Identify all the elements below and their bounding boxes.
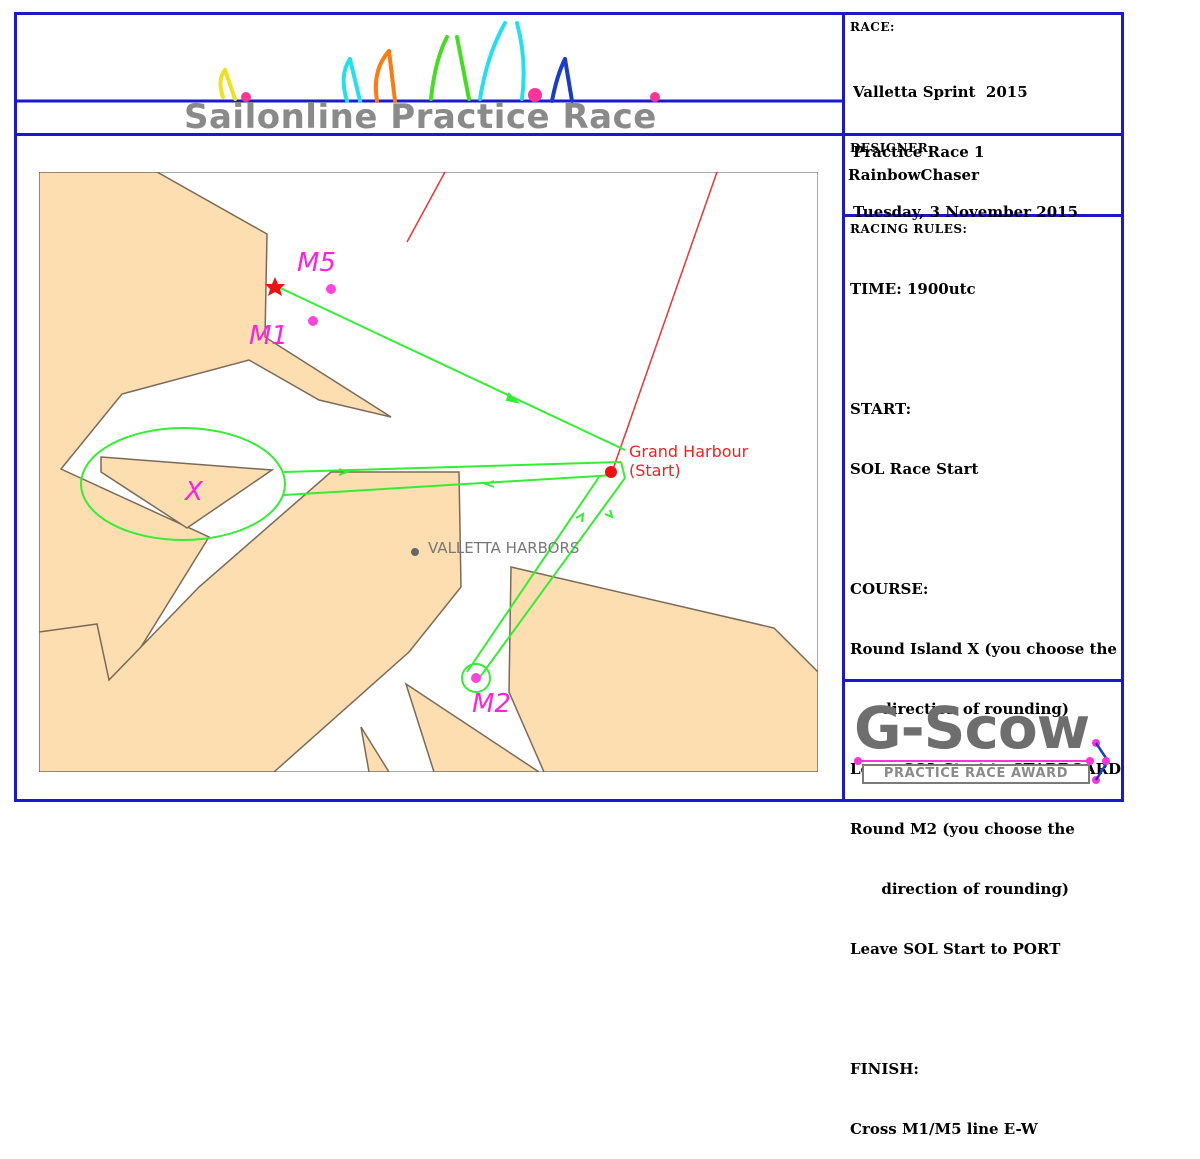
rules-line: START: bbox=[850, 400, 912, 418]
award-decoration bbox=[854, 739, 1110, 784]
rules-line: Round Island X (you choose the bbox=[850, 640, 1117, 658]
label-start-1: Grand Harbour bbox=[629, 442, 749, 461]
race-info: Valletta Sprint 2015 Practice Race 1 Tue… bbox=[853, 42, 1078, 242]
rules-line bbox=[850, 339, 1121, 359]
label-m5: M5 bbox=[297, 248, 336, 278]
divider-award bbox=[842, 679, 1124, 682]
mark-m2 bbox=[471, 673, 481, 683]
rules-line: direction of rounding) bbox=[850, 700, 1069, 718]
banner: Sailonline Practice Race bbox=[17, 15, 842, 137]
rules-line: Leave SOL Start to PORT bbox=[850, 940, 1061, 958]
rules-line bbox=[850, 999, 1121, 1019]
start-line bbox=[611, 172, 718, 473]
rules-line bbox=[850, 519, 1121, 539]
start-marker bbox=[605, 466, 617, 478]
rules-label: RACING RULES: bbox=[850, 222, 968, 236]
designer-label: DESIGNER: bbox=[850, 141, 934, 155]
label-m2: M2 bbox=[472, 689, 511, 719]
course-map: M5 M1 M2 X Grand Harbour (Start) VALLETT… bbox=[39, 172, 818, 772]
award-title: G-Scow bbox=[854, 694, 1090, 762]
award-subtitle: PRACTICE RACE AWARD bbox=[862, 764, 1090, 784]
land-areas bbox=[39, 172, 818, 772]
banner-title: Sailonline Practice Race bbox=[184, 97, 657, 137]
poster-frame bbox=[14, 12, 1124, 802]
star-icon bbox=[265, 277, 285, 296]
rules-line: FINISH: bbox=[850, 1060, 919, 1078]
divider-header bbox=[14, 133, 1124, 136]
rules-line: direction of rounding) bbox=[850, 880, 1069, 898]
rules-line: Round M2 (you choose the bbox=[850, 820, 1075, 838]
rules-line: TIME: 1900utc bbox=[850, 280, 976, 298]
award-logo: G-Scow PRACTICE RACE AWARD bbox=[850, 688, 1116, 796]
sail-icon bbox=[218, 21, 574, 103]
rules-line: Cross M1/M5 line E-W bbox=[850, 1120, 1038, 1138]
rules-line: COURSE: bbox=[850, 580, 929, 598]
race-line: Valletta Sprint 2015 bbox=[853, 83, 1028, 101]
label-m1: M1 bbox=[249, 321, 288, 351]
label-island-x: X bbox=[183, 477, 204, 507]
divider-designer bbox=[842, 214, 1124, 217]
mark-m5 bbox=[326, 284, 336, 294]
place-marker bbox=[411, 548, 419, 556]
race-label: RACE: bbox=[850, 20, 895, 34]
rules-line: SOL Race Start bbox=[850, 460, 979, 478]
banner-sails bbox=[17, 21, 842, 103]
divider-vertical bbox=[842, 12, 845, 802]
race-line: Tuesday, 3 November 2015 bbox=[853, 203, 1079, 221]
label-start-2: (Start) bbox=[629, 461, 681, 480]
mark-m1 bbox=[308, 316, 318, 326]
course-route bbox=[80, 285, 626, 693]
red-line-north bbox=[406, 172, 446, 243]
designer-name: RainbowChaser bbox=[848, 166, 979, 184]
race-line: Practice Race 1 bbox=[853, 143, 985, 161]
label-place: VALLETTA HARBORS bbox=[428, 539, 579, 557]
